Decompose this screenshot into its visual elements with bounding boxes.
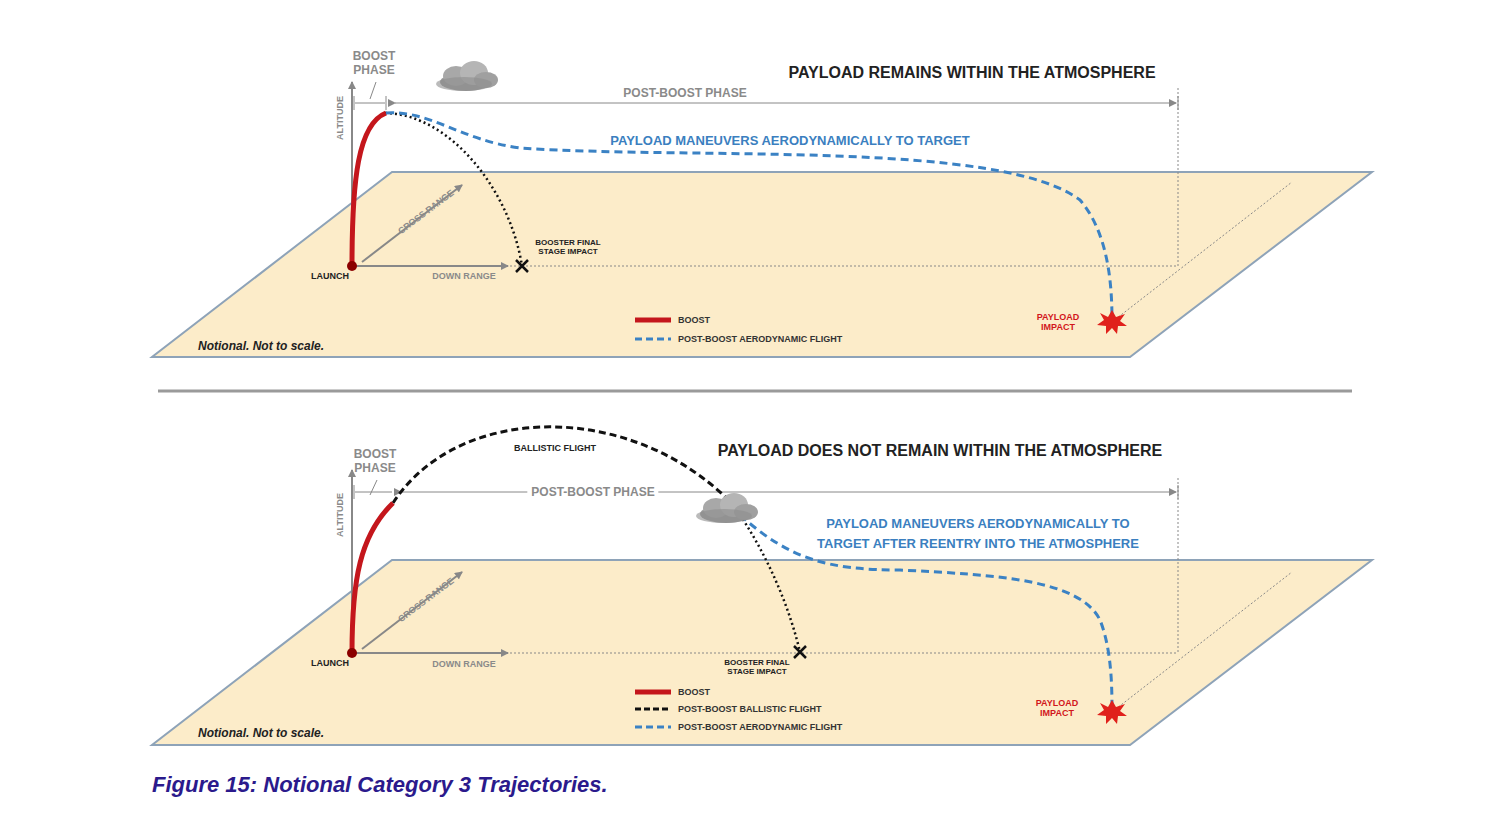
legend-swatch — [634, 315, 672, 325]
scale-note: Notional. Not to scale. — [198, 340, 324, 354]
legend-entry: POST-BOOST AERODYNAMIC FLIGHT — [634, 331, 842, 347]
impact-label: PAYLOAD IMPACT — [1030, 312, 1086, 333]
impact-label: PAYLOAD IMPACT — [1029, 698, 1085, 719]
legend-entry: POST-BOOST AERODYNAMIC FLIGHT — [634, 719, 842, 735]
trajectory-note: PAYLOAD MANEUVERS AERODYNAMICALLY TO TAR… — [803, 514, 1153, 553]
impact-label: BOOSTER FINAL STAGE IMPACT — [531, 238, 605, 256]
phase-label: BOOST PHASE — [349, 50, 399, 78]
trajectory-note: BALLISTIC FLIGHT — [514, 443, 596, 453]
legend-swatch — [634, 722, 672, 732]
legend-swatch — [634, 334, 672, 344]
impact-label: BOOSTER FINAL STAGE IMPACT — [720, 658, 794, 676]
legend-text: POST-BOOST AERODYNAMIC FLIGHT — [678, 334, 842, 344]
legend-text: BOOST — [678, 315, 710, 325]
legend-text: POST-BOOST AERODYNAMIC FLIGHT — [678, 722, 842, 732]
axis-label: ALTITUDE — [335, 96, 345, 140]
legend-swatch — [634, 704, 672, 714]
panel-heading: PAYLOAD REMAINS WITHIN THE ATMOSPHERE — [788, 64, 1155, 82]
axis-label: ALTITUDE — [335, 493, 345, 537]
scale-note: Notional. Not to scale. — [198, 727, 324, 741]
axis-label: DOWN RANGE — [432, 271, 496, 281]
legend-entry: POST-BOOST BALLISTIC FLIGHT — [634, 701, 822, 717]
launch-label: LAUNCH — [311, 271, 349, 281]
phase-label: POST-BOOST PHASE — [619, 87, 750, 101]
legend-text: BOOST — [678, 687, 710, 697]
phase-label: BOOST PHASE — [350, 448, 400, 476]
legend-entry: BOOST — [634, 312, 710, 328]
legend-entry: BOOST — [634, 684, 710, 700]
axis-label: DOWN RANGE — [432, 659, 496, 669]
legend-swatch — [634, 687, 672, 697]
figure-caption: Figure 15: Notional Category 3 Trajector… — [152, 772, 608, 797]
phase-label: POST-BOOST PHASE — [527, 486, 658, 500]
panel-heading: PAYLOAD DOES NOT REMAIN WITHIN THE ATMOS… — [718, 442, 1162, 460]
trajectory-note: PAYLOAD MANEUVERS AERODYNAMICALLY TO TAR… — [610, 134, 969, 149]
legend-text: POST-BOOST BALLISTIC FLIGHT — [678, 704, 822, 714]
launch-label: LAUNCH — [311, 658, 349, 668]
